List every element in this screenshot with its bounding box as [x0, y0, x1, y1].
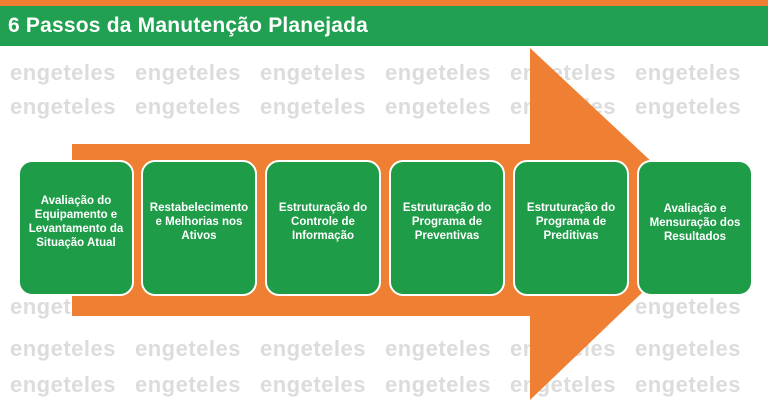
watermark-text: engeteles	[635, 94, 741, 119]
page-title: 6 Passos da Manutenção Planejada	[8, 14, 369, 37]
watermark-text: engeteles	[385, 94, 491, 119]
watermark-text: engeteles	[635, 372, 741, 397]
watermark-text: engeteles	[10, 94, 116, 119]
watermark-text: engeteles	[10, 336, 116, 361]
step-3-box: Estruturação do Controle de Informação	[265, 160, 381, 296]
watermark-text: engeteles	[385, 60, 491, 85]
watermark-text: engeteles	[10, 60, 116, 85]
watermark-text: engeteles	[260, 94, 366, 119]
step-2-box: Restabelecimento e Melhorias nos Ativos	[141, 160, 257, 296]
watermark-text: engeteles	[135, 60, 241, 85]
step-3-label: Estruturação do Controle de Informação	[278, 202, 368, 242]
watermark-text: engeteles	[385, 372, 491, 397]
watermark-text: engeteles	[10, 372, 116, 397]
step-1-label: Avaliação do Equipamento e Levantamento …	[28, 195, 124, 249]
step-5-box: Estruturação do Programa de Preditivas	[513, 160, 629, 296]
watermark-text: engeteles	[510, 372, 616, 397]
watermark-text: engeteles	[385, 336, 491, 361]
step-4-label: Estruturação do Programa de Preventivas	[402, 202, 492, 242]
step-4-box: Estruturação do Programa de Preventivas	[389, 160, 505, 296]
watermark-text: engeteles	[135, 372, 241, 397]
top-stripe	[0, 0, 768, 6]
watermark-text: engeteles	[135, 336, 241, 361]
watermark-text: engeteles	[260, 336, 366, 361]
step-5-label: Estruturação do Programa de Preditivas	[526, 202, 616, 242]
watermark-text: engeteles	[635, 336, 741, 361]
watermark-text: engeteles	[260, 60, 366, 85]
step-2-label: Restabelecimento e Melhorias nos Ativos	[149, 202, 249, 242]
step-1-box: Avaliação do Equipamento e Levantamento …	[18, 160, 134, 296]
watermark-text: engeteles	[635, 294, 741, 319]
watermark-text: engeteles	[260, 372, 366, 397]
title-bar: 6 Passos da Manutenção Planejada	[0, 6, 768, 46]
watermark-text: engeteles	[135, 94, 241, 119]
step-6-box: Avaliação e Mensuração dos Resultados	[637, 160, 753, 296]
step-6-label: Avaliação e Mensuração dos Resultados	[649, 203, 741, 243]
watermark-text: engeteles	[635, 60, 741, 85]
